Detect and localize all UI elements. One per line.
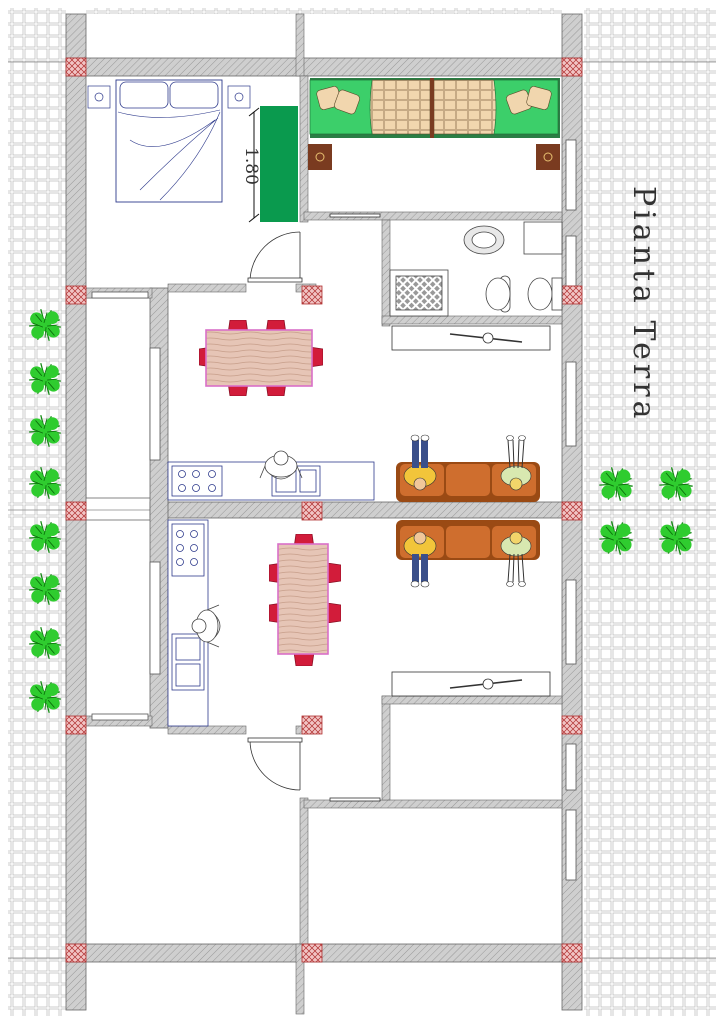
double-bed [87, 79, 251, 203]
doors [247, 213, 381, 802]
dimension-line [248, 107, 260, 223]
columns [65, 57, 583, 963]
dimension-label: 1.80 [241, 147, 261, 185]
dining-table-top [199, 320, 323, 396]
paving-left [8, 8, 66, 1016]
paving-top [86, 8, 562, 14]
green-rug [260, 106, 298, 222]
porch-bottom [85, 519, 153, 721]
single-beds [308, 78, 560, 170]
paving-right [584, 8, 716, 1016]
plan-title: Pianta Terra [626, 186, 661, 422]
bathroom-fixtures [389, 221, 563, 317]
windows [91, 139, 577, 881]
dining-table-bottom [269, 534, 341, 666]
kitchen-top [167, 461, 375, 501]
porch-top [85, 297, 153, 499]
wardrobes [391, 325, 551, 697]
